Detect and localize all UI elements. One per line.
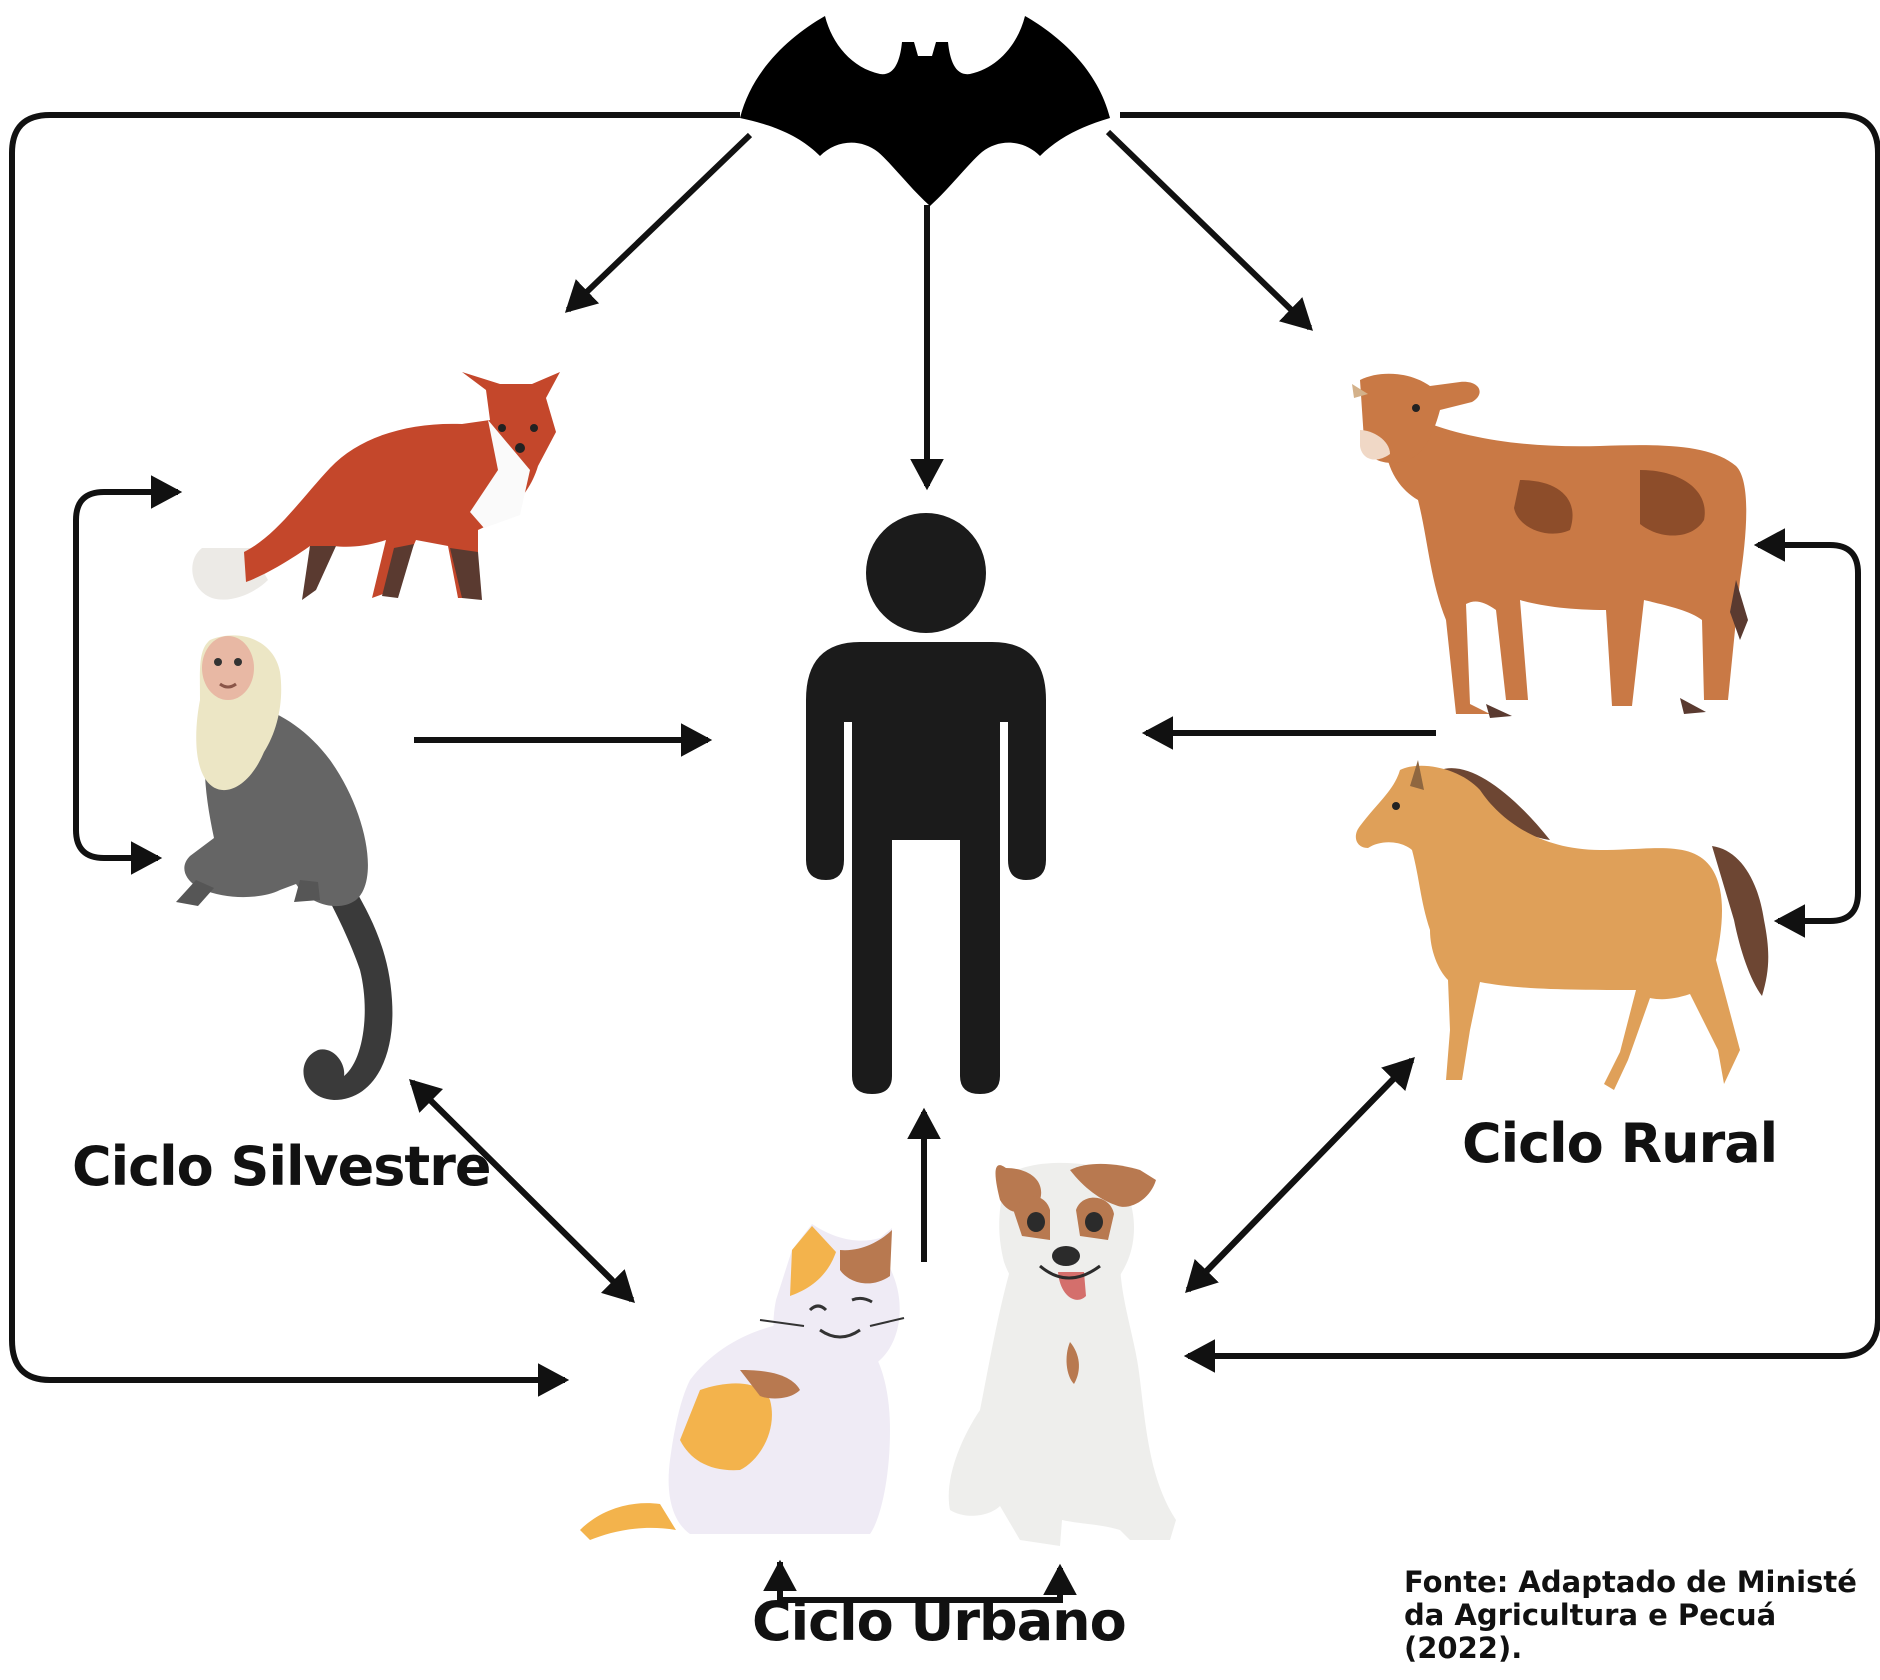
arrow-bat-to-fox (568, 135, 750, 310)
cycle-label-silvestre: Ciclo Silvestre (72, 1135, 491, 1198)
source-line-1: Fonte: Adaptado de Ministé (1404, 1566, 1880, 1599)
dog-icon (949, 1163, 1176, 1546)
arrow-silvestre-loop (76, 492, 170, 858)
horse-icon (1356, 760, 1768, 1090)
cycle-label-rural: Ciclo Rural (1462, 1112, 1777, 1175)
cow-icon (1352, 374, 1748, 718)
source-line-3: (2022). (1404, 1632, 1880, 1665)
arrow-urban-to-rural (1204, 1060, 1412, 1274)
arrow-rural-loop (1762, 545, 1858, 921)
source-line-2: da Agricultura e Pecuá (1404, 1599, 1880, 1632)
cat-icon (580, 1224, 904, 1540)
source-citation: Fonte: Adaptado de Ministé da Agricultur… (1404, 1566, 1880, 1680)
person-icon (806, 513, 1046, 1094)
bat-icon (740, 16, 1110, 206)
cycle-label-urbano: Ciclo Urbano (752, 1590, 1126, 1653)
monkey-icon (176, 635, 392, 1100)
fox-icon (192, 372, 560, 600)
arrow-bat-to-cow (1108, 132, 1310, 328)
